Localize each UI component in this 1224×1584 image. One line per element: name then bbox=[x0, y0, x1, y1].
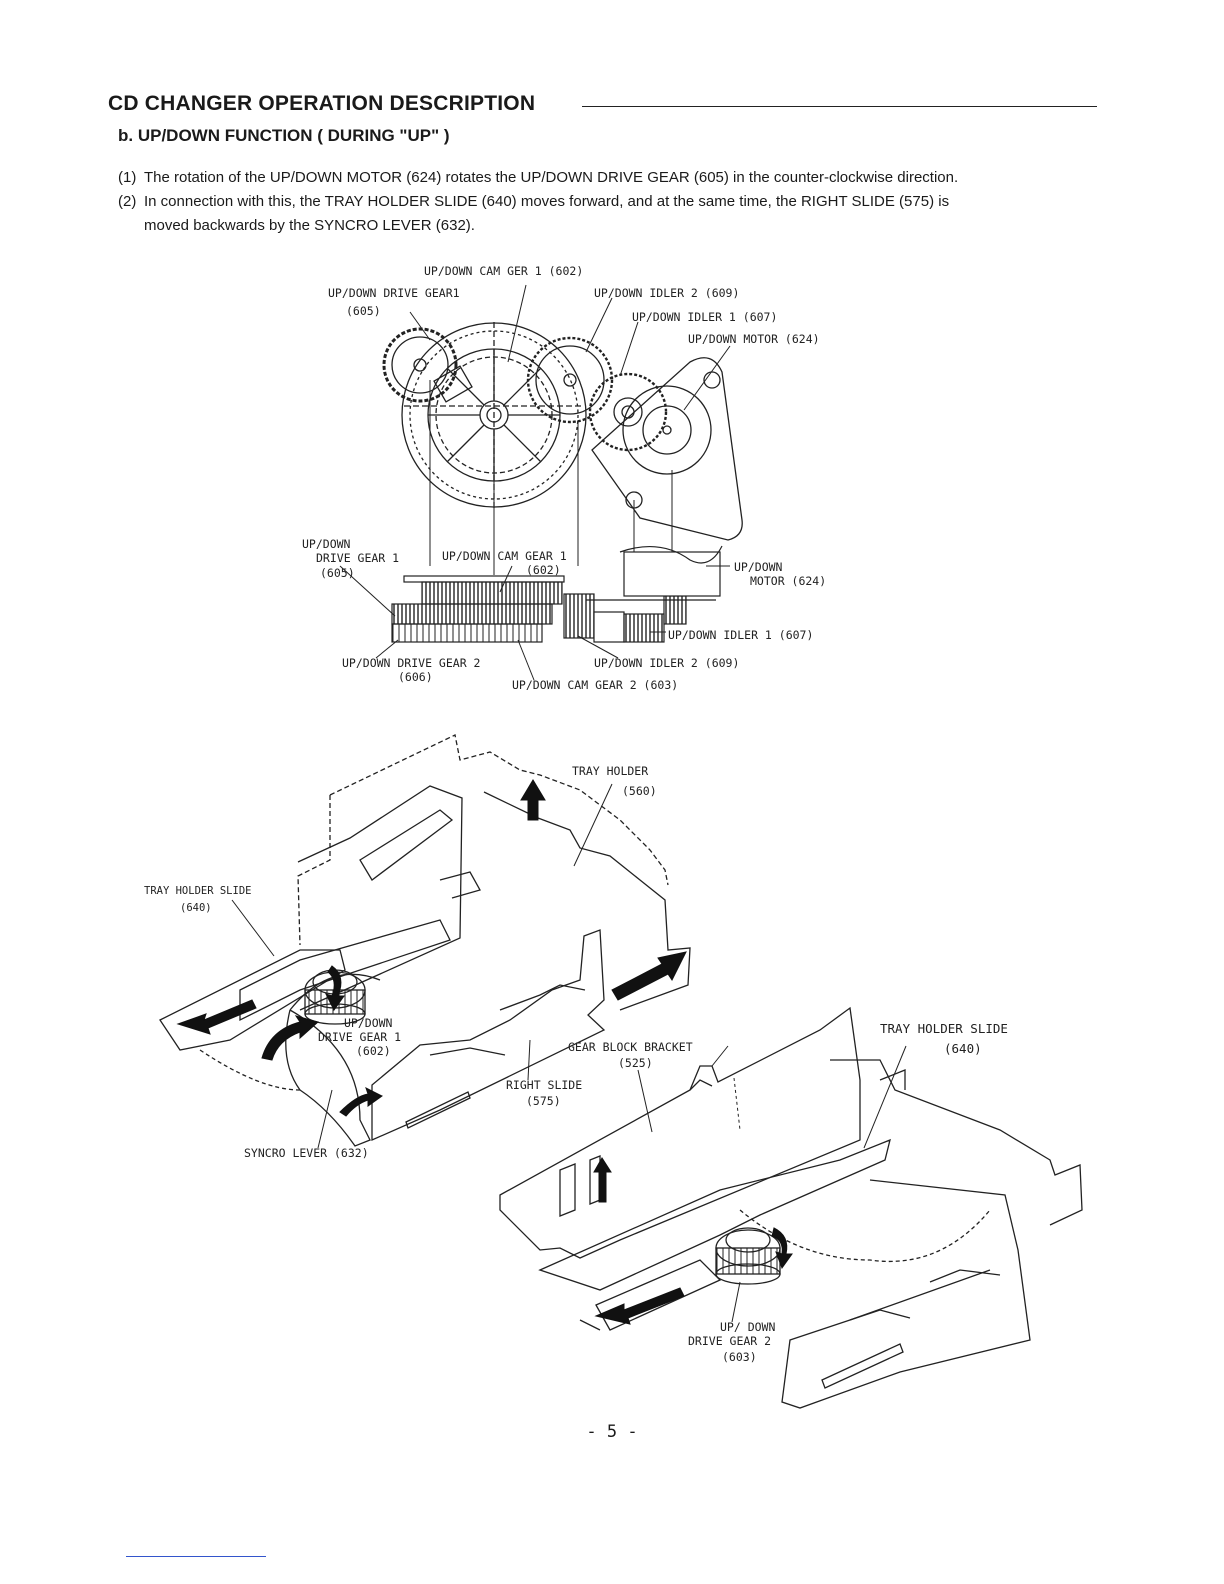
idler2-icon bbox=[526, 336, 614, 424]
label-motor-top: UP/DOWN MOTOR (624) bbox=[688, 332, 820, 346]
label-drive-gear1-top-num: (605) bbox=[346, 304, 381, 318]
curve-arrow-icon bbox=[325, 965, 345, 1011]
rotate-arrow-icon bbox=[261, 1015, 320, 1061]
label-drive-gear1-side: UP/DOWN bbox=[302, 537, 351, 551]
label-idler1-side: UP/DOWN IDLER 1 (607) bbox=[668, 628, 814, 642]
label-cam-gear1-top: UP/DOWN CAM GER 1 (602) bbox=[424, 264, 584, 278]
left-arrows bbox=[176, 779, 687, 1117]
left-leaders bbox=[231, 783, 613, 1149]
backward-arrow-icon bbox=[176, 999, 257, 1035]
label-drive-gear1-top: UP/DOWN DRIVE GEAR1 bbox=[328, 286, 460, 300]
motor-icon bbox=[591, 357, 743, 541]
paragraph-number: (2) bbox=[118, 193, 137, 210]
label-gear-block-bracket: GEAR BLOCK BRACKET bbox=[568, 1040, 693, 1054]
title-rule bbox=[582, 106, 1097, 107]
paragraph-continuation: moved backwards by the SYNCRO LEVER (632… bbox=[144, 217, 475, 234]
paragraph-2: (2) In connection with this, the TRAY HOL… bbox=[118, 190, 1093, 238]
gear-side-leaders bbox=[339, 565, 730, 681]
label-drive-gear1: UP/DOWN bbox=[344, 1016, 393, 1030]
gear-top-view bbox=[382, 322, 743, 541]
right-drive-gear-icon bbox=[715, 1227, 781, 1285]
right-leaders bbox=[637, 1045, 907, 1323]
label-tray-holder-slide-left: TRAY HOLDER SLIDE bbox=[144, 885, 252, 897]
label-drive-gear2-side-num: (606) bbox=[398, 670, 433, 684]
page-number: - 5 - bbox=[586, 1422, 638, 1442]
label-drive-gear2: UP/ DOWN bbox=[720, 1320, 776, 1334]
right-assembly bbox=[499, 1006, 1083, 1409]
up-arrow-icon bbox=[520, 779, 546, 821]
paragraph-text: In connection with this, the TRAY HOLDER… bbox=[144, 193, 950, 210]
label-drive-gear1-side-2: DRIVE GEAR 1 bbox=[316, 551, 400, 565]
syncro-arrow-icon bbox=[339, 1087, 383, 1117]
label-tray-holder: TRAY HOLDER bbox=[572, 764, 649, 778]
label-tray-holder-slide-left-num: (640) bbox=[180, 902, 212, 914]
paragraph-number: (1) bbox=[118, 169, 137, 186]
label-tray-holder-slide-right: TRAY HOLDER SLIDE bbox=[880, 1021, 1008, 1036]
label-tray-holder-slide-right-num: (640) bbox=[944, 1041, 982, 1056]
label-drive-gear1-num: (602) bbox=[356, 1044, 391, 1058]
label-tray-holder-num: (560) bbox=[622, 784, 657, 798]
gear-side-view bbox=[391, 545, 723, 643]
label-cam-gear2-side: UP/DOWN CAM GEAR 2 (603) bbox=[512, 678, 679, 692]
section-subtitle: b. UP/DOWN FUNCTION ( DURING "UP" ) bbox=[118, 126, 450, 145]
up-arrow-icon bbox=[593, 1157, 612, 1203]
label-right-slide: RIGHT SLIDE bbox=[506, 1078, 583, 1092]
drive-gear1-icon bbox=[382, 327, 458, 403]
label-drive-gear2-side: UP/DOWN DRIVE GEAR 2 bbox=[342, 656, 481, 670]
label-drive-gear2-2: DRIVE GEAR 2 bbox=[688, 1334, 772, 1348]
left-assembly bbox=[159, 734, 691, 1147]
backward-arrow-icon bbox=[594, 1287, 685, 1325]
forward-arrow-icon bbox=[611, 951, 687, 1001]
footer-rule bbox=[126, 1556, 266, 1557]
label-drive-gear2-num: (603) bbox=[722, 1350, 757, 1364]
rotate-arrow-icon bbox=[771, 1227, 793, 1270]
idler1-icon bbox=[588, 372, 668, 452]
label-motor-side: UP/DOWN bbox=[734, 560, 783, 574]
cam-gear1-icon bbox=[401, 322, 587, 508]
label-idler1-top: UP/DOWN IDLER 1 (607) bbox=[632, 310, 778, 324]
label-idler2-top: UP/DOWN IDLER 2 (609) bbox=[594, 286, 740, 300]
label-syncro-lever: SYNCRO LEVER (632) bbox=[244, 1146, 369, 1160]
page-title: CD CHANGER OPERATION DESCRIPTION bbox=[108, 92, 536, 115]
label-cam-gear1-side: UP/DOWN CAM GEAR 1 bbox=[442, 549, 567, 563]
gear-top-leaders bbox=[409, 284, 731, 411]
paragraph-1: (1) The rotation of the UP/DOWN MOTOR (62… bbox=[118, 166, 1093, 190]
label-motor-side-2: MOTOR (624) bbox=[750, 574, 827, 588]
label-gear-block-bracket-num: (525) bbox=[618, 1056, 653, 1070]
label-idler2-side: UP/DOWN IDLER 2 (609) bbox=[594, 656, 740, 670]
label-drive-gear1-side-3: (605) bbox=[320, 566, 355, 580]
label-right-slide-num: (575) bbox=[526, 1094, 561, 1108]
paragraph-text: The rotation of the UP/DOWN MOTOR (624) … bbox=[144, 169, 959, 186]
right-arrows bbox=[593, 1157, 793, 1325]
label-cam-gear1-side-num: (602) bbox=[526, 563, 561, 577]
label-drive-gear1-2: DRIVE GEAR 1 bbox=[318, 1030, 402, 1044]
